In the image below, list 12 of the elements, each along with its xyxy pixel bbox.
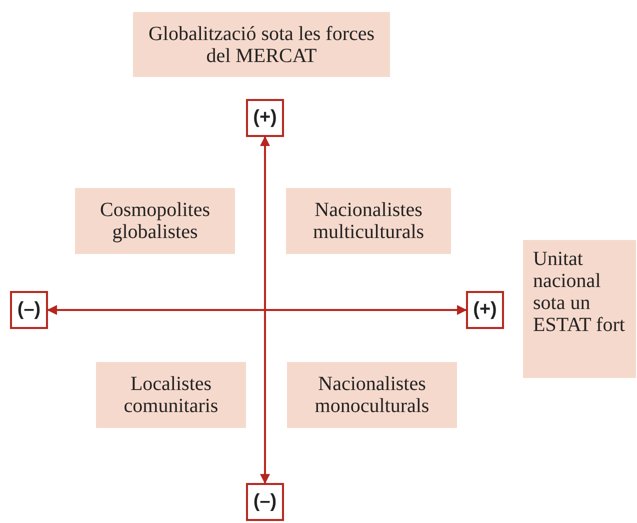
- plus-sign-box: (+): [466, 291, 504, 329]
- axis-arrow: [260, 136, 270, 484]
- quadrant-label-box: Nacionalistes monoculturals: [287, 362, 457, 428]
- quadrant-label-box: Cosmopolites globalistes: [75, 188, 235, 254]
- minus-sign-box: (–): [10, 291, 48, 329]
- quadrant-label-box: Localistes comunitaris: [96, 362, 246, 428]
- quadrant-label-box: Nacionalistes multiculturals: [286, 188, 451, 254]
- axis-arrow: [47, 305, 467, 315]
- plus-sign-box: (+): [246, 99, 284, 137]
- heading-box: Globalització sota les forces del MERCAT: [133, 12, 390, 77]
- minus-sign-box: (–): [246, 483, 284, 521]
- heading-box: Unitat nacional sota un ESTAT fort: [523, 240, 636, 378]
